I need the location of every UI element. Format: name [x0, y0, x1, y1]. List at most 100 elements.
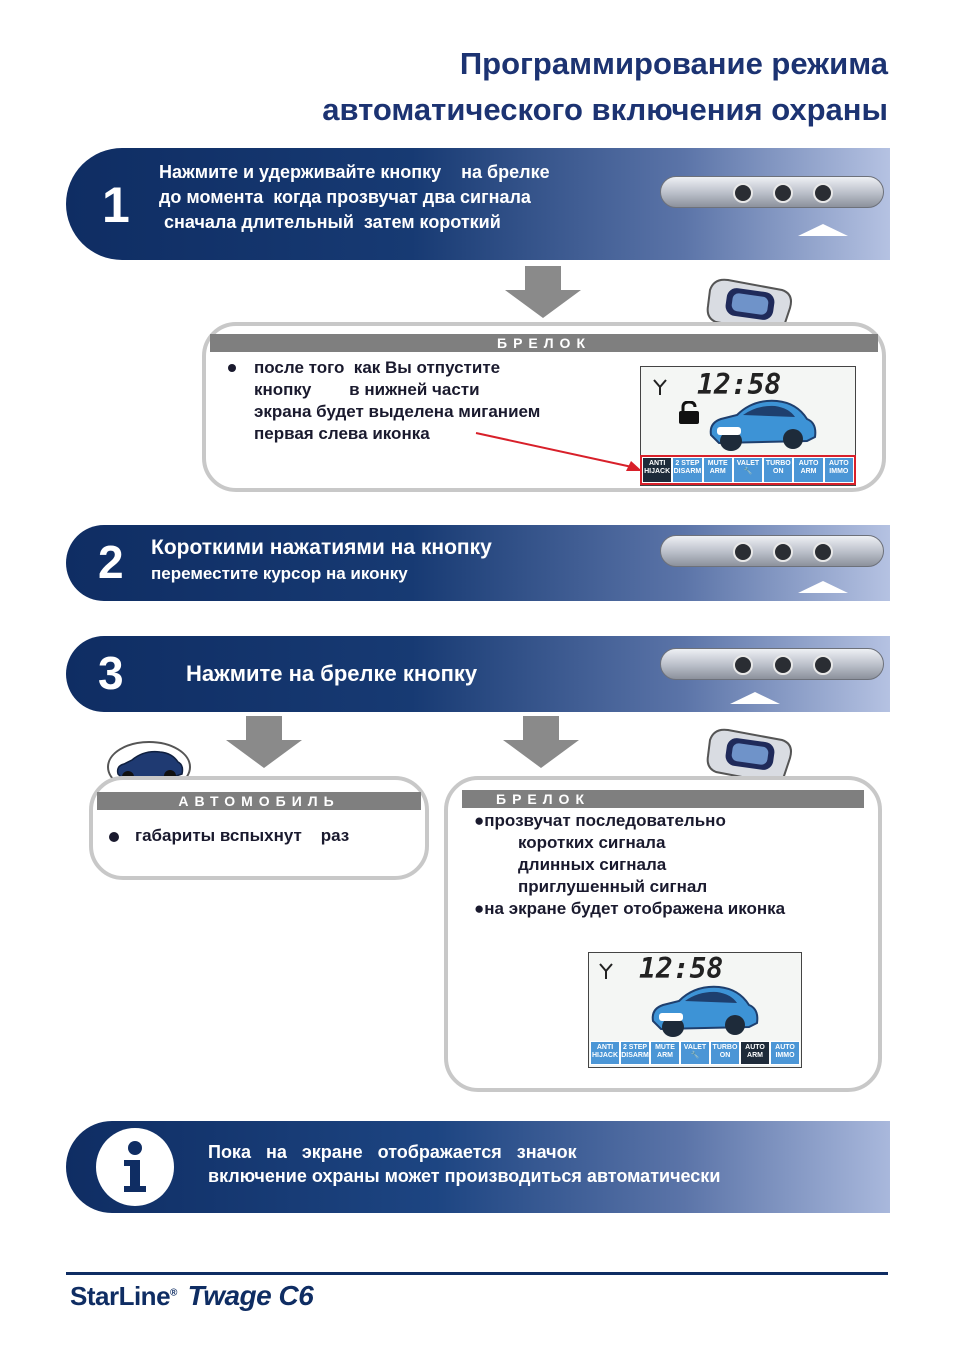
up-triangle-icon [798, 581, 848, 593]
lcd-icon-label: AUTO [798, 460, 819, 467]
lcd-icon-label: DISARM [621, 1052, 649, 1059]
lcd-icon-label: MUTE [655, 1044, 675, 1051]
step3-number: 3 [98, 647, 124, 699]
lcd-icon-label: IMMO [775, 1052, 795, 1059]
car-icon [709, 399, 817, 451]
lcd-time: 12:58 [697, 368, 782, 401]
lcd-icon-valet: VALET🔧 [732, 457, 764, 483]
car-panel: АВТОМОБИЛЬ габариты вспыхнут раз [89, 776, 429, 880]
lcd-icon-label: ON [719, 1052, 731, 1059]
info-icon [96, 1128, 174, 1206]
lcd-icon-label: AUTO [828, 460, 849, 467]
panel-header: АВТОМОБИЛЬ [97, 792, 421, 810]
lcd-icon-label: ARM [800, 468, 817, 475]
text-line: коротких сигнала [518, 833, 666, 852]
text-line: ●на экране будет отображена иконка [474, 899, 786, 918]
bullet-icon [109, 832, 119, 842]
info-line1: Пока на экране отображается значок [208, 1142, 577, 1162]
step1-band: 1 Нажмите и удерживайте кнопку на брелке… [66, 148, 890, 260]
panel-header: БРЕЛОК [462, 790, 864, 808]
brand-logo: StarLine® Twage C6 [70, 1280, 314, 1312]
unlock-icon [679, 401, 699, 424]
fob-panel2-text: ●прозвучат последовательно коротких сигн… [474, 810, 785, 920]
lcd-icon-label: ANTI [596, 1044, 614, 1051]
fob-panel1-text: после того как Вы отпустите кнопку в ниж… [254, 357, 540, 445]
keyfob-display-icon [706, 728, 792, 784]
page-title-line2: автоматического включения охраны [322, 92, 888, 127]
lcd-time: 12:58 [639, 952, 724, 985]
lcd-icon-label: TURBO [712, 1044, 738, 1051]
up-triangle-icon [730, 692, 780, 704]
unlock-button-icon [773, 655, 793, 675]
step2-title: Короткими нажатиями на кнопку [151, 536, 492, 559]
lcd-icon-label: VALET [736, 460, 760, 467]
lock-button-icon [733, 655, 753, 675]
brand-model: Twage C6 [187, 1280, 314, 1311]
lcd-icon-label: MUTE [707, 460, 728, 467]
panel-header: БРЕЛОК [210, 334, 878, 352]
lcd-icon-label: ARM [747, 1052, 763, 1059]
info-band: Пока на экране отображается значок включ… [66, 1121, 890, 1213]
car-icon [651, 985, 759, 1037]
pointer-arrow-icon [475, 432, 642, 471]
lcd-icon-label: HIJACK [591, 1052, 619, 1059]
unlock-button-icon [773, 542, 793, 562]
fob-panel-2: БРЕЛОК ●прозвучат последовательно коротк… [444, 776, 882, 1092]
lcd-icon-valet: VALET🔧 [680, 1041, 710, 1065]
step1-line: Нажмите и удерживайте кнопку на брелке [159, 162, 550, 182]
text-line: приглушенный сигнал [518, 877, 708, 896]
lcd-icon-label: ARM [709, 468, 726, 475]
down-arrow-icon [505, 266, 581, 318]
info-line2: включение охраны может производиться авт… [208, 1166, 721, 1186]
lcd-icon-label: 🔧 [690, 1052, 700, 1059]
antenna-icon [599, 963, 613, 979]
step3-title: Нажмите на брелке кнопку [186, 661, 478, 686]
page-title-line1: Программирование режима [459, 46, 888, 81]
lcd-icon-label: 🔧 [743, 468, 753, 475]
car-panel-text: габариты вспыхнут раз [135, 826, 350, 845]
keyfob-remote [660, 176, 884, 208]
function-button-icon [813, 655, 833, 675]
lcd-icon-label: ON [773, 468, 784, 475]
bullet-icon [228, 364, 236, 372]
step1-line: сначала длительный затем короткий [159, 212, 501, 232]
text-line: ●прозвучат последовательно [474, 811, 726, 830]
function-button-icon [813, 542, 833, 562]
lcd-icon-label: AUTO [745, 1044, 765, 1051]
up-triangle-icon [798, 224, 848, 236]
lcd-icon-label: AUTO [775, 1044, 795, 1051]
text-line: длинных сигнала [518, 855, 667, 874]
function-button-icon [813, 183, 833, 203]
step3-band: 3 Нажмите на брелке кнопку [66, 636, 890, 712]
down-arrow-icon [503, 716, 579, 768]
lcd-icon-label: 2 STEP [675, 460, 700, 467]
lock-button-icon [733, 542, 753, 562]
step1-text: Нажмите и удерживайте кнопку на брелке д… [159, 160, 550, 235]
text-line: экрана будет выделена миганием [254, 402, 541, 421]
step2-subtitle: переместите курсор на иконку [151, 564, 408, 583]
footer-rule [66, 1272, 888, 1275]
lcd-icon-label: ANTI [648, 460, 666, 467]
lcd-icon-label: DISARM [673, 468, 702, 475]
fob-panel-1: БРЕЛОК после того как Вы отпустите кнопк… [202, 322, 886, 492]
lcd-icon-label: VALET [683, 1044, 707, 1051]
info-glyph-icon [124, 1141, 146, 1192]
lcd-icon-label: 2 STEP [622, 1044, 648, 1051]
step2-band: 2 Короткими нажатиями на кнопку перемест… [66, 525, 890, 601]
step2-number: 2 [98, 536, 124, 588]
lock-button-icon [733, 183, 753, 203]
